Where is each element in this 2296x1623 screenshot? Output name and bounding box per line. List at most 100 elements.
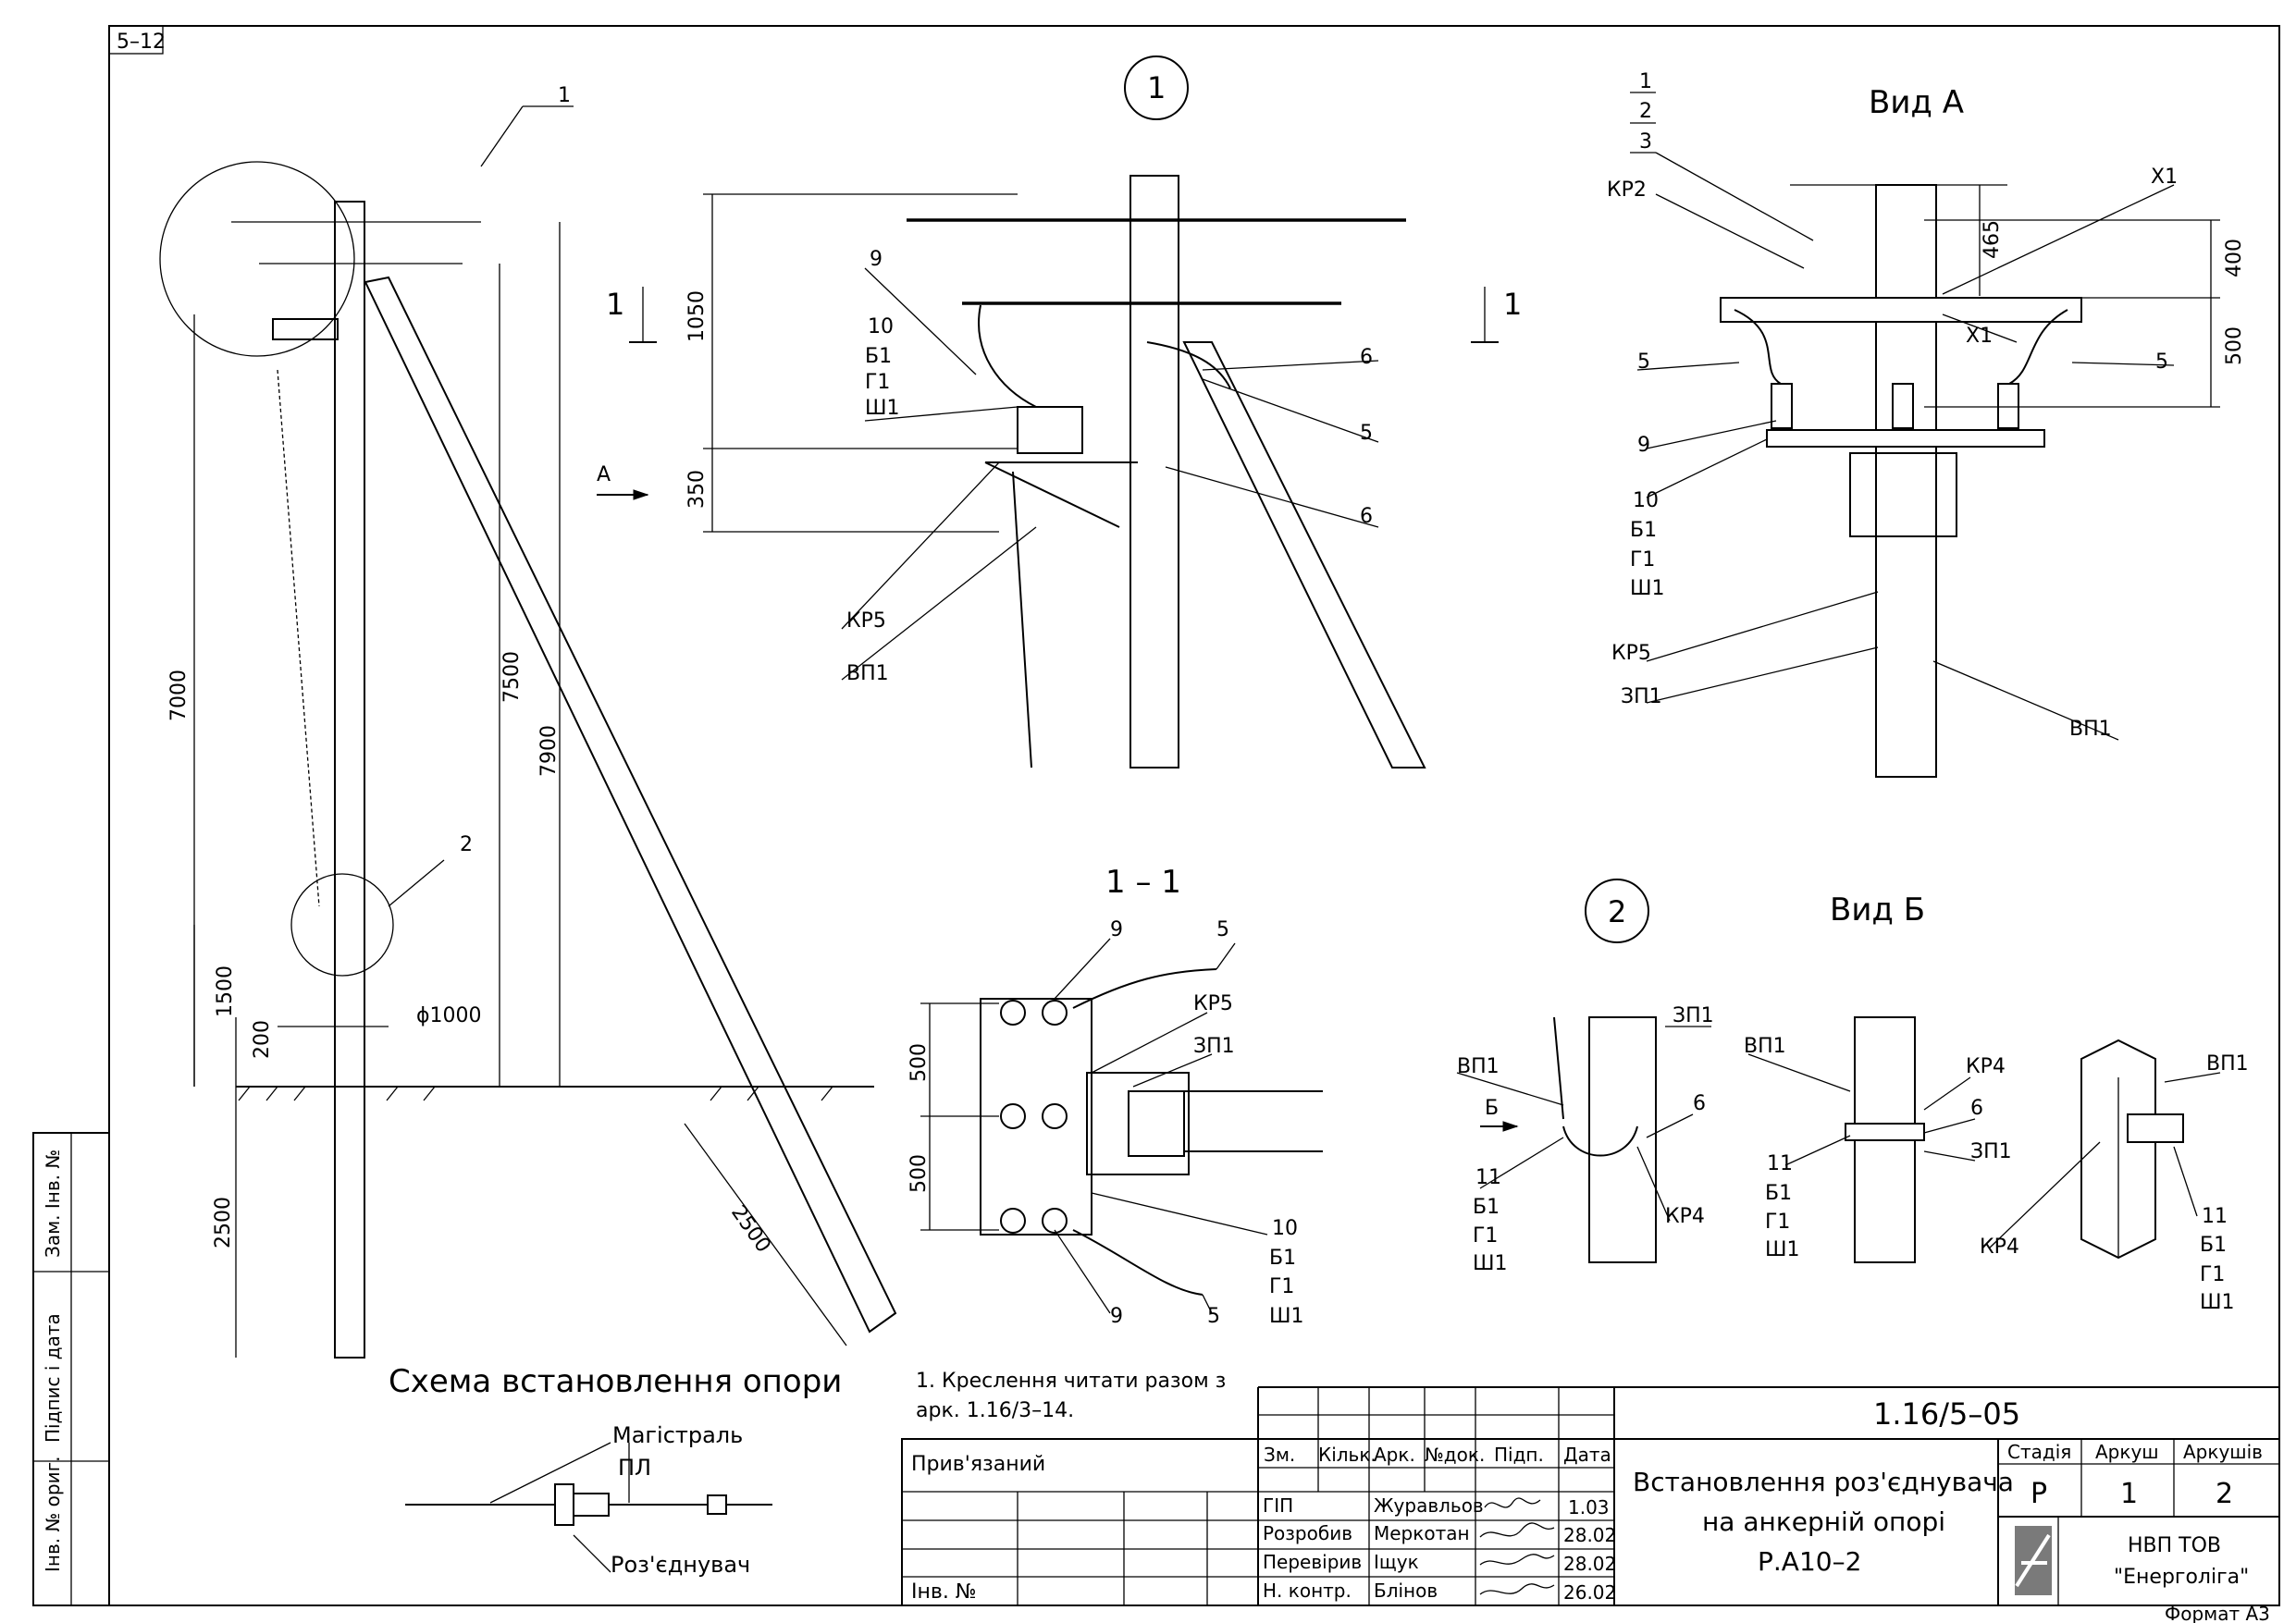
section-5a: 5 — [1216, 918, 1229, 941]
view-a: Вид А 465 400 500 1 2 3 — [1607, 70, 2246, 778]
sheets-header: Аркушів — [2183, 1441, 2263, 1463]
view-b-11a: 11 — [1475, 1166, 1501, 1189]
role-rozrobyv: Розробив — [1263, 1522, 1352, 1544]
view-a-stack-2: 2 — [1639, 100, 1652, 123]
view-a-9: 9 — [1637, 434, 1650, 457]
privyazaniy: Прив'язаний — [911, 1453, 1045, 1476]
note-line-2: арк. 1.16/3–14. — [916, 1399, 1074, 1422]
label-10: 10 — [868, 315, 894, 338]
label-g1: Г1 — [865, 371, 890, 394]
view-a-pole — [1875, 184, 1937, 778]
title-block: 1.16/5–05 Прив'язаний Інв. № Зм. Кільк. … — [901, 1386, 2280, 1606]
section-b1: Б1 — [1269, 1247, 1296, 1270]
company-line-2: "Енерголіга" — [2114, 1566, 2249, 1589]
view-b-vp1a: ВП1 — [1457, 1055, 1500, 1078]
view-a-g1: Г1 — [1630, 548, 1655, 572]
view-b-kp4b: КР4 — [1966, 1055, 2006, 1078]
name-pereviryv: Іщук — [1374, 1551, 1419, 1573]
callout-1-label: 1 — [558, 84, 571, 107]
side-stamp: Інв. № ориг. Підпис і дата Зам. Інв. № — [32, 1132, 110, 1606]
section-9b: 9 — [1110, 1305, 1123, 1328]
hdr-zm: Зм. — [1264, 1444, 1295, 1466]
hdr-data: Дата — [1563, 1444, 1611, 1466]
role-gip: ГІП — [1263, 1494, 1293, 1517]
sheet-tag: 5–12 — [117, 31, 166, 54]
company-logo — [2015, 1526, 2052, 1595]
section-sh1: Ш1 — [1269, 1305, 1304, 1328]
view-b-sh1a: Ш1 — [1473, 1252, 1508, 1275]
view-1-pole — [1129, 175, 1179, 768]
view-a-kp5: КР5 — [1611, 642, 1651, 665]
dim-1500: 1500 — [214, 965, 237, 1017]
stamp-zam: Зам. Інв. № — [42, 1150, 64, 1258]
installation-scheme: 7000 7500 7900 1500 200 2500 2500 ϕ1000 … — [159, 84, 897, 1400]
legend-rozyednuvach: Роз'єднувач — [611, 1552, 750, 1578]
callout-circle-1 — [159, 161, 355, 357]
section-zp1: ЗП1 — [1193, 1035, 1235, 1058]
view-a-5a: 5 — [1637, 350, 1650, 374]
label-5: 5 — [1360, 422, 1373, 445]
view-a-b1: Б1 — [1630, 519, 1657, 542]
name-nkontr: Блінов — [1374, 1580, 1438, 1602]
format-label: Формат А3 — [2165, 1603, 2270, 1623]
hdr-dok: №док. — [1425, 1444, 1485, 1466]
view-b-11c: 11 — [2202, 1205, 2228, 1228]
view-1-number: 1 — [1147, 70, 1166, 105]
label-6b: 6 — [1360, 505, 1373, 528]
title-line-1: Встановлення роз'єднувача — [1633, 1467, 2014, 1497]
view-b-vp1c: ВП1 — [2206, 1052, 2249, 1076]
name-rozrobyv: Меркотан — [1374, 1522, 1470, 1544]
sheet-value: 1 — [2120, 1478, 2138, 1510]
dim-7000: 7000 — [167, 670, 191, 721]
view-b-6b: 6 — [1970, 1097, 1983, 1120]
view-2-circle — [1585, 879, 1649, 943]
view-b-b1b: Б1 — [1765, 1182, 1792, 1205]
scheme-caption: Схема встановлення опори — [389, 1363, 842, 1400]
name-gip: Журавльов — [1374, 1494, 1484, 1517]
view-a-sh1: Ш1 — [1630, 577, 1665, 600]
legend-pl: ПЛ — [618, 1455, 651, 1481]
view-b-vp1b: ВП1 — [1744, 1035, 1786, 1058]
dim-2500-strut: 2500 — [726, 1201, 775, 1257]
view-a-dim-400: 400 — [2223, 239, 2246, 277]
dim-7900: 7900 — [537, 725, 561, 777]
stamp-inv: Інв. № ориг. — [42, 1457, 64, 1572]
view-a-x1a: Х1 — [2151, 166, 2178, 189]
legend-magistral: Магістраль — [612, 1422, 743, 1448]
sheets-value: 2 — [2216, 1478, 2233, 1510]
callout-2-label: 2 — [460, 833, 473, 856]
dim-7500: 7500 — [500, 651, 524, 703]
hdr-kilk: Кільк. — [1318, 1444, 1376, 1466]
view-a-zp1: ЗП1 — [1621, 685, 1662, 708]
view-b-title: Вид Б — [1830, 891, 1925, 928]
date-rozrobyv: 28.02 — [1563, 1524, 1616, 1546]
view-1-circle — [1124, 55, 1189, 120]
legend-symbol: Магістраль ПЛ Роз'єднувач — [405, 1422, 772, 1578]
view-a-5b: 5 — [2155, 350, 2168, 374]
stamp-sign: Підпис і дата — [42, 1313, 64, 1443]
date-gip: 1.03 — [1568, 1496, 1610, 1518]
main-pole — [334, 201, 365, 1359]
label-9: 9 — [870, 248, 883, 271]
view-b-g1a: Г1 — [1473, 1224, 1498, 1248]
view-b-b1a: Б1 — [1473, 1196, 1500, 1219]
view-a-dim-500: 500 — [2223, 326, 2246, 365]
view-b-sh1b: Ш1 — [1765, 1238, 1800, 1261]
view-b-b: Б — [1485, 1097, 1499, 1120]
role-nkontr: Н. контр. — [1263, 1580, 1352, 1602]
label-6a: 6 — [1360, 346, 1373, 369]
view-a-arrow-label: А — [597, 463, 611, 486]
view-b-zp1b: ЗП1 — [1970, 1140, 2012, 1163]
section-mark-left: 1 — [606, 287, 624, 322]
section-1-1-title: 1 – 1 — [1105, 864, 1181, 901]
label-vp1: ВП1 — [846, 662, 889, 685]
section-1-1: 1 – 1 500 500 9 5 КР5 З — [907, 864, 1323, 1328]
view-a-title: Вид А — [1869, 84, 1964, 121]
section-5b: 5 — [1207, 1305, 1220, 1328]
section-g1: Г1 — [1269, 1275, 1294, 1298]
view-b-6a: 6 — [1693, 1092, 1706, 1115]
view-a-dim-465: 465 — [1981, 220, 2004, 259]
date-nkontr: 26.02 — [1563, 1581, 1616, 1604]
stage-value: Р — [2031, 1478, 2047, 1510]
